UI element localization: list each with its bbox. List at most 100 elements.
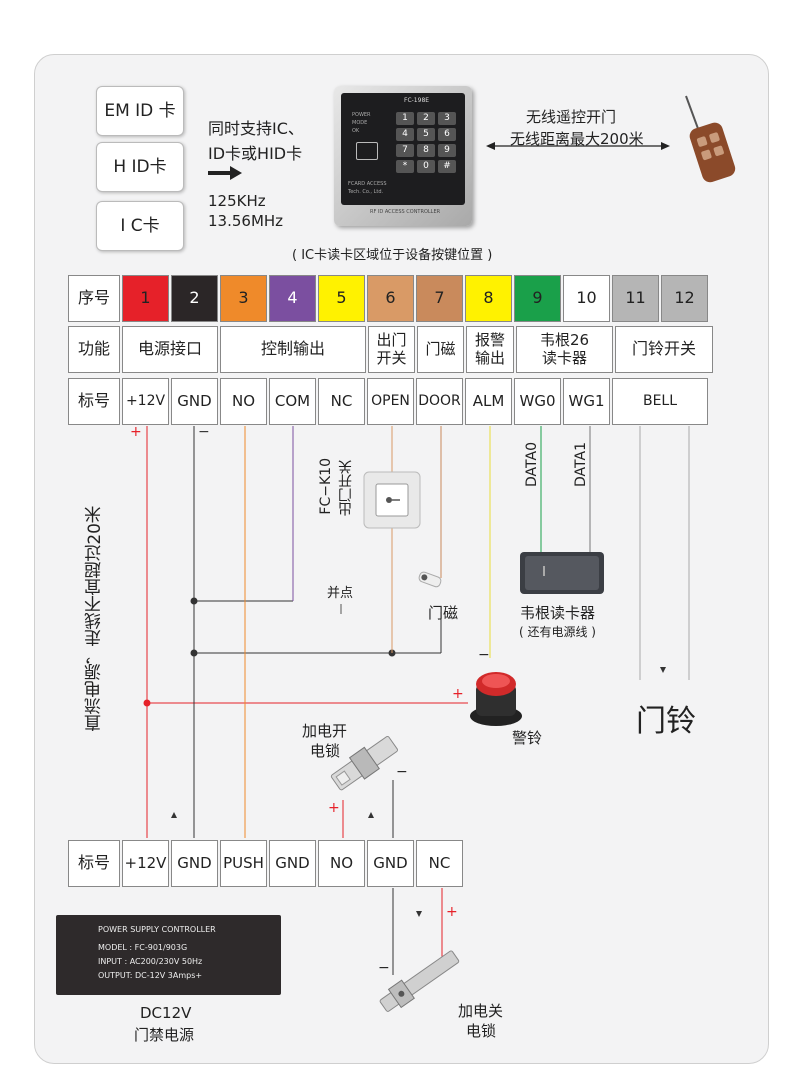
- keypad-key: *: [396, 160, 414, 173]
- device-model: FC-198E: [404, 97, 430, 104]
- func-alarm-output: 报警 输出: [466, 326, 514, 373]
- reader-name: 韦根读卡器: [520, 604, 596, 622]
- device-brand-line2: Tech. Co., Ltd.: [348, 189, 384, 195]
- keypad-key: 2: [417, 112, 435, 125]
- seq-cell-4: 4: [269, 275, 316, 322]
- mark-cell-nc: NC: [318, 378, 365, 425]
- ic-card: I C卡: [96, 201, 184, 251]
- power-terminal-0: +12V: [122, 840, 169, 887]
- siren-plus: +: [452, 686, 464, 702]
- device-led-mode: MODE: [352, 120, 368, 126]
- mark-cell-open: OPEN: [367, 378, 414, 425]
- freq-1356mhz: 13.56MHz: [208, 212, 284, 230]
- seq-cell-8: 8: [465, 275, 512, 322]
- keypad-key: 1: [396, 112, 414, 125]
- device-note: ( IC卡读卡区域位于设备按键位置 ): [292, 248, 493, 263]
- doorbell-label: 门铃: [636, 704, 696, 739]
- remote-line2: 无线距离最大200米: [510, 130, 644, 148]
- device-led-ok: OK: [352, 128, 360, 134]
- power-supply-plate: POWER SUPPLY CONTROLLER MODEL : FC-901/9…: [56, 915, 281, 995]
- keypad-key: 8: [417, 144, 435, 157]
- lock-on-line1: 加电开: [302, 722, 348, 740]
- arrow-right-icon: [208, 166, 242, 180]
- lock-off-line1: 加电关: [458, 1002, 504, 1020]
- siren-icon: [470, 672, 522, 726]
- mark-cell-door: DOOR: [416, 378, 463, 425]
- mark-cell-bell: BELL: [612, 378, 708, 425]
- electric-strike-lock-icon: [330, 736, 398, 791]
- lock-on-plus: +: [328, 800, 340, 816]
- keypad-key: 6: [438, 128, 456, 141]
- device-footer: RF ID ACCESS CONTROLLER: [370, 209, 441, 215]
- minus-sign-gnd: −: [198, 424, 210, 440]
- power-terminal-4: NO: [318, 840, 365, 887]
- row-label-seq: 序号: [68, 275, 120, 322]
- seq-cell-3: 3: [220, 275, 267, 322]
- support-text-line1: 同时支持IC、: [208, 119, 304, 138]
- keypad-key: 3: [438, 112, 456, 125]
- row-label-mark: 标号: [68, 378, 120, 425]
- data1-label: DATA1: [573, 442, 589, 487]
- freq-125khz: 125KHz: [208, 192, 266, 210]
- power-terminal-5: GND: [367, 840, 414, 887]
- plate-title: POWER SUPPLY CONTROLLER: [98, 925, 216, 934]
- plate-output: OUTPUT: DC-12V 3Amps+: [98, 971, 203, 980]
- power-caption2: 门禁电源: [134, 1026, 195, 1044]
- plate-input: INPUT : AC200/230V 50Hz: [98, 957, 203, 966]
- seq-cell-12: 12: [661, 275, 708, 322]
- mark-cell-gnd: GND: [171, 378, 218, 425]
- side-note: 直流电源，走线不宜超过20米: [85, 506, 105, 732]
- keypad-key: 9: [438, 144, 456, 157]
- lock-off-plus: +: [446, 904, 458, 920]
- hid-card: H ID卡: [96, 142, 184, 192]
- mark-cell-com: COM: [269, 378, 316, 425]
- row-label-func: 功能: [68, 326, 120, 373]
- em-id-card: EM ID 卡: [96, 86, 184, 136]
- func-control-output: 控制输出: [220, 326, 366, 373]
- power-terminal-6: NC: [416, 840, 463, 887]
- remote-control-icon: [685, 95, 736, 183]
- mark-cell-no: NO: [220, 378, 267, 425]
- power-caption1: DC12V: [140, 1004, 192, 1022]
- door-magnet-label: 门磁: [428, 604, 459, 622]
- exit-button-icon: [363, 471, 421, 529]
- data0-label: DATA0: [524, 442, 540, 487]
- keypad-key: 0: [417, 160, 435, 173]
- func-door-magnet: 门磁: [417, 326, 464, 373]
- mark-cell-wg1: WG1: [563, 378, 610, 425]
- lock-off-line2: 电锁: [466, 1022, 497, 1040]
- func-doorbell-switch: 门铃开关: [615, 326, 713, 373]
- func-wiegand-reader: 韦根26 读卡器: [516, 326, 613, 373]
- seq-cell-5: 5: [318, 275, 365, 322]
- siren-label: 警铃: [512, 729, 543, 747]
- wiegand-reader-icon: [520, 552, 604, 594]
- keypad-key: #: [438, 160, 456, 173]
- exit-switch-name: 出门开关: [338, 460, 354, 516]
- seq-cell-11: 11: [612, 275, 659, 322]
- power-terminal-2: PUSH: [220, 840, 267, 887]
- keypad-key: 5: [417, 128, 435, 141]
- power-terminal-1: GND: [171, 840, 218, 887]
- exit-switch-model: FC−K10: [318, 458, 334, 515]
- reader-note: ( 还有电源线 ): [519, 625, 596, 639]
- seq-cell-2: 2: [171, 275, 218, 322]
- seq-cell-7: 7: [416, 275, 463, 322]
- seq-cell-1: 1: [122, 275, 169, 322]
- device-led-power: POWER: [352, 112, 371, 118]
- mark-cell-wg0: WG0: [514, 378, 561, 425]
- remote-line1: 无线遥控开门: [526, 108, 617, 126]
- keypad-key: 4: [396, 128, 414, 141]
- lock-off-minus: −: [378, 960, 390, 976]
- plus-sign-12v: +: [130, 424, 142, 440]
- parallel-label: 并点: [327, 586, 354, 601]
- support-text-line2: ID卡或HID卡: [208, 144, 303, 163]
- keypad-key: 7: [396, 144, 414, 157]
- device-brand-line1: FCARD ACCESS: [348, 181, 387, 187]
- plate-model: MODEL : FC-901/903G: [98, 943, 188, 952]
- lock-on-minus: −: [396, 764, 408, 780]
- func-power: 电源接口: [122, 326, 218, 373]
- mark-cell-alm: ALM: [465, 378, 512, 425]
